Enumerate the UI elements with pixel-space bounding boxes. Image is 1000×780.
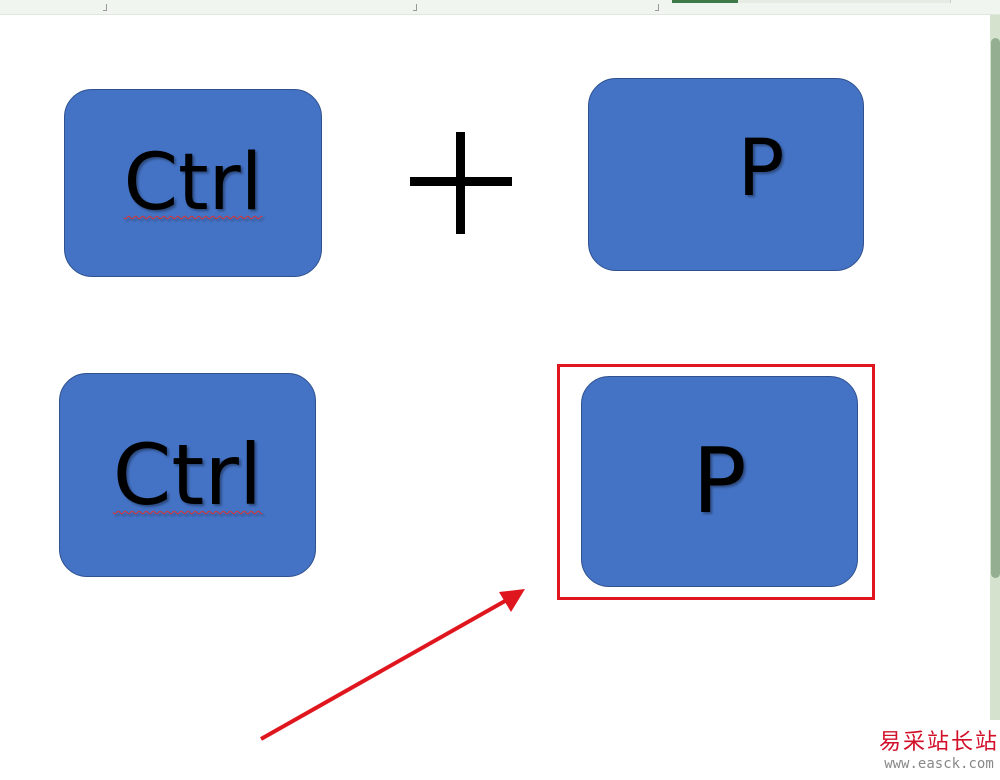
ruler-bar — [0, 0, 1000, 15]
toolbar-field[interactable] — [738, 0, 951, 3]
vertical-scrollbar[interactable] — [990, 15, 1000, 720]
ctrl-key-shape-2[interactable]: Ctrl — [59, 373, 316, 577]
toolbar-control[interactable] — [672, 0, 738, 3]
ctrl-key-label: Ctrl — [123, 138, 263, 228]
watermark-url: www.easck.com — [884, 756, 994, 772]
plus-icon — [410, 132, 512, 234]
tab-stop-marker — [103, 4, 107, 11]
ctrl-key-shape[interactable]: Ctrl — [64, 89, 322, 277]
tab-stop-marker — [413, 4, 417, 11]
tab-stop-marker — [655, 4, 659, 11]
p-key-label: P — [737, 123, 785, 214]
ctrl-key-label: Ctrl — [112, 426, 263, 524]
p-key-label: P — [692, 428, 747, 534]
p-key-shape[interactable]: P — [588, 78, 864, 271]
p-key-shape-2[interactable]: P — [581, 376, 858, 587]
watermark: 易采站长站 www.easck.com — [878, 724, 1000, 772]
scrollbar-thumb[interactable] — [991, 38, 1000, 578]
watermark-name: 易采站长站 — [878, 730, 999, 755]
highlight-box — [557, 364, 875, 600]
